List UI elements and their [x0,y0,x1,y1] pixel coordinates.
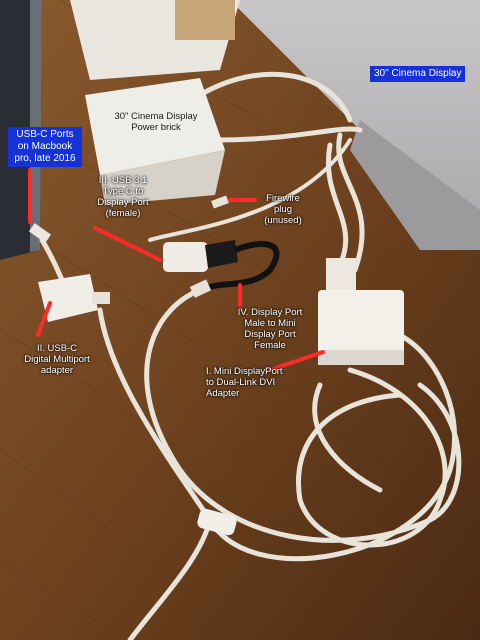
power-brick [85,78,225,205]
laptop-highlight [30,0,42,252]
dp-male-line-1: IV. Display Port [237,307,303,318]
usb31-line-4: (female) [105,208,141,219]
usb31-label: III. USB 3.1 Type C to Display Port (fem… [82,175,164,219]
usbc-ports-line-1: USB-C Ports [16,129,74,140]
dp-male-line-4: Female [254,340,286,351]
usb31-line-2: Type C to [102,186,144,197]
cables [39,71,462,640]
firewire-line-2: plug [274,204,292,215]
dp-male-line-3: Display Port [244,329,296,340]
usbc-ports-label: USB-C Ports on Macbook pro, late 2016 [8,127,82,167]
multiport-label: II. USB-C Digital Multiport adapter [12,343,102,376]
multiport-line-2: Digital Multiport [24,354,90,365]
dp-male-line-2: Male to Mini [244,318,296,329]
display-stand [350,120,480,250]
power-brick-line-1: 30" Cinema Display [114,111,198,122]
usbc-plug [28,223,52,243]
multiport-line-3: adapter [40,365,74,376]
dp-connector [189,279,212,298]
power-brick-line-2: Power brick [131,122,181,133]
cinema-display-label: 30" Cinema Display [370,66,466,82]
firewire-line-1: Firewire [266,193,300,204]
firewire-line-3: (unused) [264,215,302,226]
mini-dp-dvi-label: I. Mini DisplayPort to Dual-Link DVI Ada… [206,366,306,399]
adapter-dvi [318,258,404,365]
mini-dp-dvi-line-1: I. Mini DisplayPort [206,366,283,377]
adapter-usb31 [163,240,280,293]
mini-dp-dvi-line-3: Adapter [206,388,240,399]
cable-ferrite [197,508,237,536]
adapter-multiport [38,274,110,322]
multiport-line-1: II. USB-C [36,343,78,354]
usbc-ports-line-2: on Macbook [17,141,73,152]
annotation-arrows [28,168,325,372]
usb31-line-3: Display Port [97,197,149,208]
mini-dp-dvi-line-2: to Dual-Link DVI [206,377,276,388]
usbc-ports-line-3: pro, late 2016 [14,153,76,164]
dp-male-label: IV. Display Port Male to Mini Display Po… [226,307,314,351]
firewire-plug [211,195,229,209]
cardboard-box [175,0,235,40]
usb31-line-1: III. USB 3.1 [98,175,148,186]
firewire-label: Firewire plug (unused) [254,193,312,226]
power-brick-label: 30" Cinema Display Power brick [96,111,216,133]
